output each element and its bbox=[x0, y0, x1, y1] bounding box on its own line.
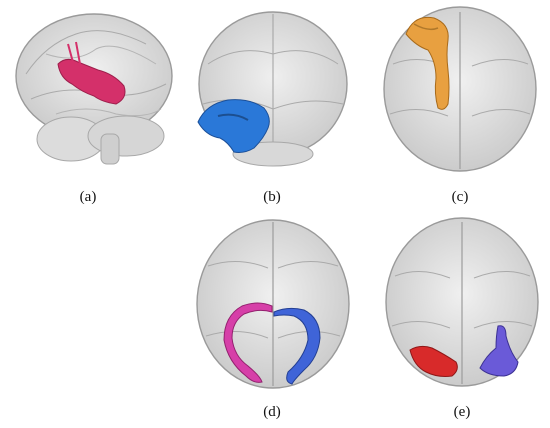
panel-e-brain bbox=[380, 216, 544, 390]
caption-a: (a) bbox=[79, 189, 97, 205]
brain-inferior-render bbox=[196, 219, 350, 389]
caption-e: (e) bbox=[453, 404, 471, 420]
brain-posterior-render bbox=[197, 11, 348, 167]
panel-b-brain bbox=[188, 4, 358, 174]
tract-a bbox=[57, 41, 126, 105]
tract-d-left bbox=[223, 302, 273, 383]
tract-c bbox=[405, 16, 450, 110]
caption-d: (d) bbox=[263, 404, 281, 420]
tract-e-left bbox=[409, 345, 458, 377]
caption-c: (c) bbox=[451, 189, 469, 205]
panel-a-brain bbox=[6, 4, 176, 174]
brain-lateral-render bbox=[15, 13, 173, 165]
tract-b bbox=[197, 99, 270, 153]
caption-b: (b) bbox=[263, 189, 281, 205]
panel-d-brain bbox=[188, 216, 358, 390]
tract-e-right bbox=[479, 325, 519, 377]
brain-superior-render bbox=[383, 6, 537, 172]
panel-c-brain bbox=[378, 4, 542, 174]
brain-superior-render-e bbox=[385, 217, 539, 387]
tract-d-right bbox=[273, 307, 321, 385]
